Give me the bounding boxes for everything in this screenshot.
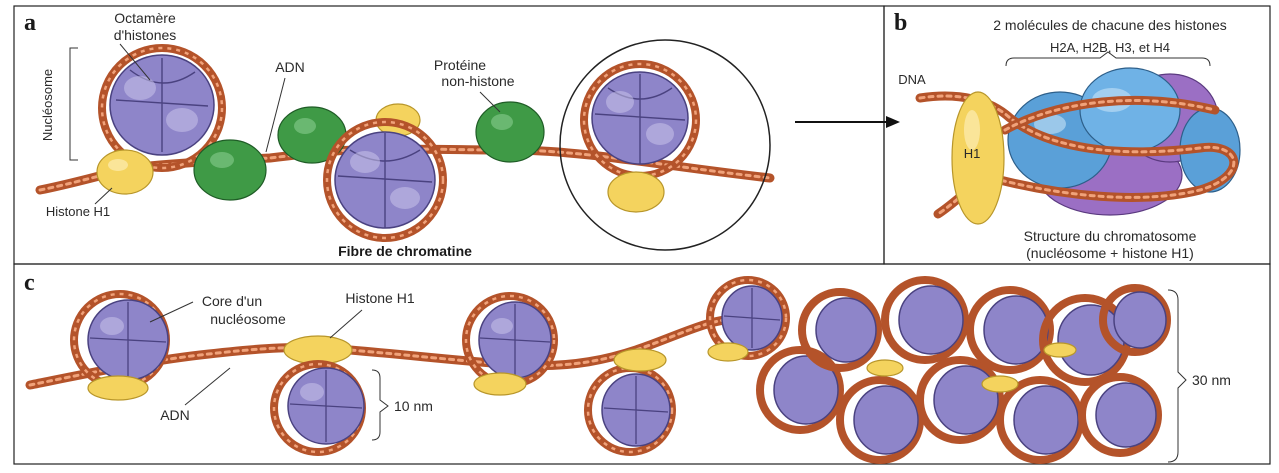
panel-c-30nm-label: 30 nm bbox=[1192, 372, 1231, 388]
panel-c-h1-label: Histone H1 bbox=[345, 290, 414, 306]
panel-a-h1-protein-3 bbox=[608, 172, 664, 212]
panel-a-octamer-label-line1: Octamère bbox=[114, 10, 176, 26]
panel-a-h1-label: Histone H1 bbox=[46, 204, 110, 219]
panel-c-10nm-label: 10 nm bbox=[394, 398, 433, 414]
panel-c-nucleosome-1 bbox=[74, 294, 168, 386]
panel-c-letter: c bbox=[24, 270, 35, 296]
panel-c-core-label-line2: nucléosome bbox=[210, 311, 286, 327]
panel-b-letter: b bbox=[894, 10, 907, 36]
panel-a-nucleosome-3 bbox=[584, 64, 696, 176]
panel-c-solenoid-h1 bbox=[982, 376, 1018, 392]
panel-c-dna-label: ADN bbox=[160, 407, 190, 423]
panel-c-solenoid-nucleosome bbox=[920, 360, 1000, 440]
panel-c-nucleosome-4 bbox=[588, 368, 672, 452]
panel-c-solenoid-h1 bbox=[1044, 343, 1076, 357]
panel-c-solenoid-nucleosome bbox=[885, 280, 965, 360]
panel-a-nonhistone-protein-1 bbox=[194, 140, 266, 200]
panel-b-h1-label: H1 bbox=[964, 146, 981, 161]
panel-a-letter: a bbox=[24, 10, 36, 36]
panel-c-solenoid-nucleosome bbox=[840, 380, 920, 460]
panel-b-title: 2 molécules de chacune des histones bbox=[993, 17, 1226, 33]
panel-a-nonhistone-label-line1: Protéine bbox=[434, 57, 486, 73]
panel-c-nucleosome-2 bbox=[274, 364, 364, 452]
panel-a-h1-protein-1 bbox=[97, 150, 153, 194]
panel-a-caption: Fibre de chromatine bbox=[338, 243, 472, 259]
panel-a-nucleosome-bracket bbox=[70, 48, 78, 160]
panel-b-dna-label: DNA bbox=[898, 72, 926, 87]
panel-c-solenoid-h1 bbox=[867, 360, 903, 376]
panel-a-dna-label: ADN bbox=[275, 59, 305, 75]
panel-c-solenoid-nucleosome bbox=[1082, 377, 1158, 453]
panel-c-solenoid-nucleosome bbox=[1000, 380, 1080, 460]
panel-c-h1-leader bbox=[330, 310, 362, 338]
panel-c-h1-protein-4 bbox=[614, 349, 666, 371]
panel-a-nucleosome-2 bbox=[327, 122, 443, 238]
panel-c-h1-protein-5 bbox=[708, 343, 748, 361]
panel-a-octamer-label-line2: d'histones bbox=[114, 27, 177, 43]
panel-a-h1-leader bbox=[95, 188, 112, 204]
panel-b-h2a-h2b-top bbox=[1080, 68, 1180, 152]
panel-a-nonhistone-protein-3 bbox=[476, 102, 544, 162]
panel-c-dna-leader bbox=[185, 368, 230, 405]
panel-c-10nm-brace bbox=[372, 370, 388, 440]
panel-c-h1-protein-1 bbox=[88, 376, 148, 400]
panel-b-caption-line2: (nucléosome + histone H1) bbox=[1026, 245, 1194, 261]
panel-c-solenoid-nucleosome bbox=[970, 290, 1050, 370]
panel-a-nonhistone-label-line2: non-histone bbox=[441, 73, 514, 89]
panel-c-core-label-line1: Core d'un bbox=[202, 293, 262, 309]
panel-a-nucleosome-label: Nucléosome bbox=[40, 69, 55, 141]
panel-c-h1-protein-2 bbox=[284, 336, 352, 364]
panel-c-nucleosome-3 bbox=[466, 296, 554, 384]
panel-b-caption-line1: Structure du chromatosome bbox=[1024, 228, 1197, 244]
panel-c-solenoid-nucleosome bbox=[802, 292, 878, 368]
panel-c-h1-protein-3 bbox=[474, 373, 526, 395]
panel-c-solenoid-fiber bbox=[760, 280, 1167, 460]
panel-b-histones-label: H2A, H2B, H3, et H4 bbox=[1050, 40, 1170, 55]
